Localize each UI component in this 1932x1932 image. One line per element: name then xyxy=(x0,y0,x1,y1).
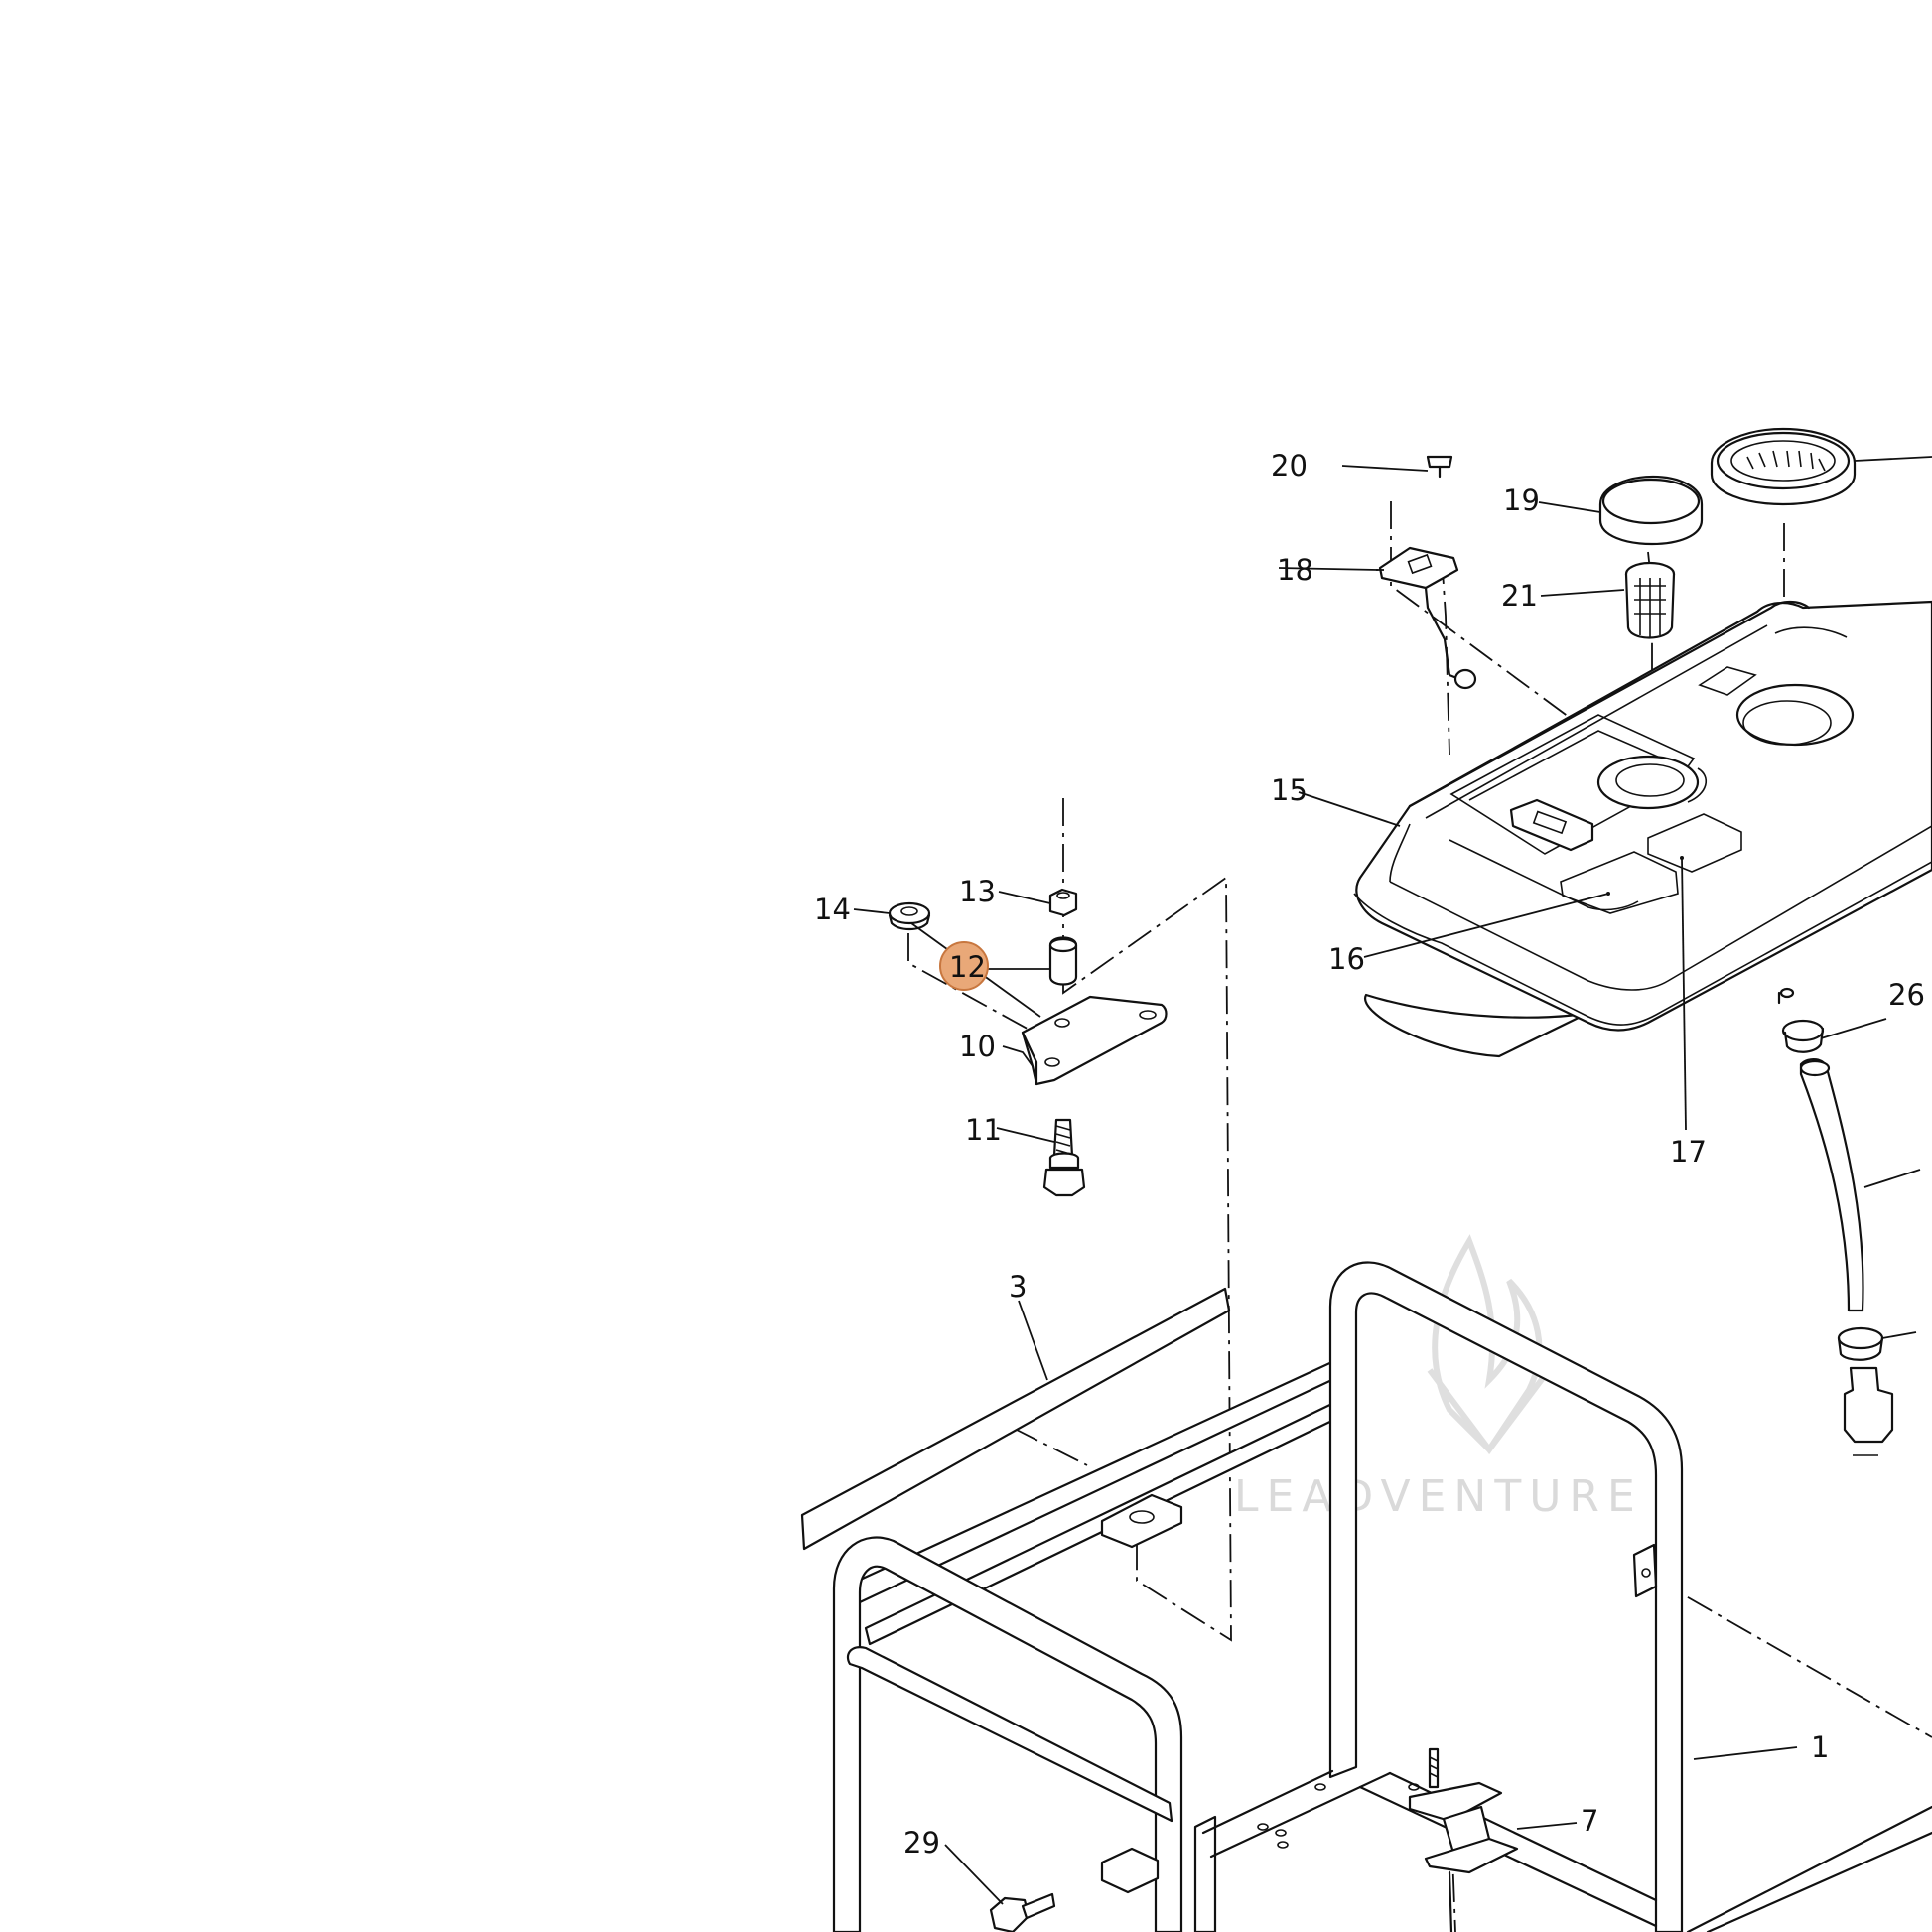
part-callouts: 20 19 18 21 15 16 17 26 13 14 12 10 11 3… xyxy=(814,449,1925,1860)
part-19-fuel-cap xyxy=(1598,475,1704,546)
leader-lines xyxy=(853,456,1932,1905)
part-10-bracket xyxy=(1021,995,1168,1086)
highlight-badge xyxy=(939,941,989,991)
callout-part-26[interactable]: 26 xyxy=(1888,978,1925,1012)
leadventure-watermark: LEADVENTURE xyxy=(1234,1234,1643,1522)
watermark-text: LEADVENTURE xyxy=(1234,1471,1643,1522)
part-13-nut xyxy=(1048,888,1078,917)
part-29-bolt xyxy=(989,1892,1056,1932)
part-20-screw xyxy=(1426,455,1453,479)
callout-part-20[interactable]: 20 xyxy=(1271,449,1308,483)
part-1-frame xyxy=(832,1261,1932,1932)
callout-part-29[interactable]: 29 xyxy=(903,1826,940,1860)
part-3-rubber-strip xyxy=(800,1287,1231,1551)
callout-part-10[interactable]: 10 xyxy=(959,1030,996,1063)
part-14-washer xyxy=(888,901,931,931)
part-air-cleaner-cap xyxy=(1710,427,1857,506)
callout-part-7[interactable]: 7 xyxy=(1581,1804,1598,1838)
callout-part-19[interactable]: 19 xyxy=(1503,483,1540,517)
part-26-hose-clamp xyxy=(1781,1019,1825,1053)
part-11-bolt xyxy=(1042,1118,1086,1197)
callout-part-3[interactable]: 3 xyxy=(1009,1270,1027,1304)
callout-part-15[interactable]: 15 xyxy=(1271,773,1308,807)
callout-part-21[interactable]: 21 xyxy=(1501,579,1538,613)
part-15-fuel-tank xyxy=(1353,600,1932,1058)
part-fuel-hose xyxy=(1799,1058,1864,1312)
part-18-fuel-gauge xyxy=(1378,546,1477,690)
callout-part-16[interactable]: 16 xyxy=(1328,942,1365,976)
callout-part-14[interactable]: 14 xyxy=(814,893,851,926)
callout-part-18[interactable]: 18 xyxy=(1277,553,1313,587)
callout-part-17[interactable]: 17 xyxy=(1670,1135,1707,1169)
part-fuel-cock xyxy=(1837,1326,1894,1456)
part-7-mount-rubber xyxy=(1408,1747,1519,1932)
callout-part-12[interactable]: 12 xyxy=(949,950,986,984)
callout-part-1[interactable]: 1 xyxy=(1811,1730,1829,1764)
part-21-strainer xyxy=(1624,561,1676,639)
callout-part-11[interactable]: 11 xyxy=(965,1113,1002,1147)
callout-part-13[interactable]: 13 xyxy=(959,875,996,908)
part-12-collar xyxy=(1048,936,1078,986)
